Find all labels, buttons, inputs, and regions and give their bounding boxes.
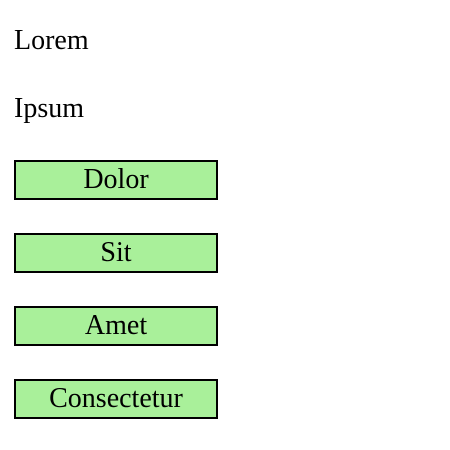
text-ipsum: Ipsum [14,93,84,124]
sit-button[interactable]: Sit [14,233,218,273]
text-lorem: Lorem [14,25,89,56]
amet-button[interactable]: Amet [14,306,218,346]
dolor-button[interactable]: Dolor [14,160,218,200]
consectetur-button[interactable]: Consectetur [14,379,218,419]
